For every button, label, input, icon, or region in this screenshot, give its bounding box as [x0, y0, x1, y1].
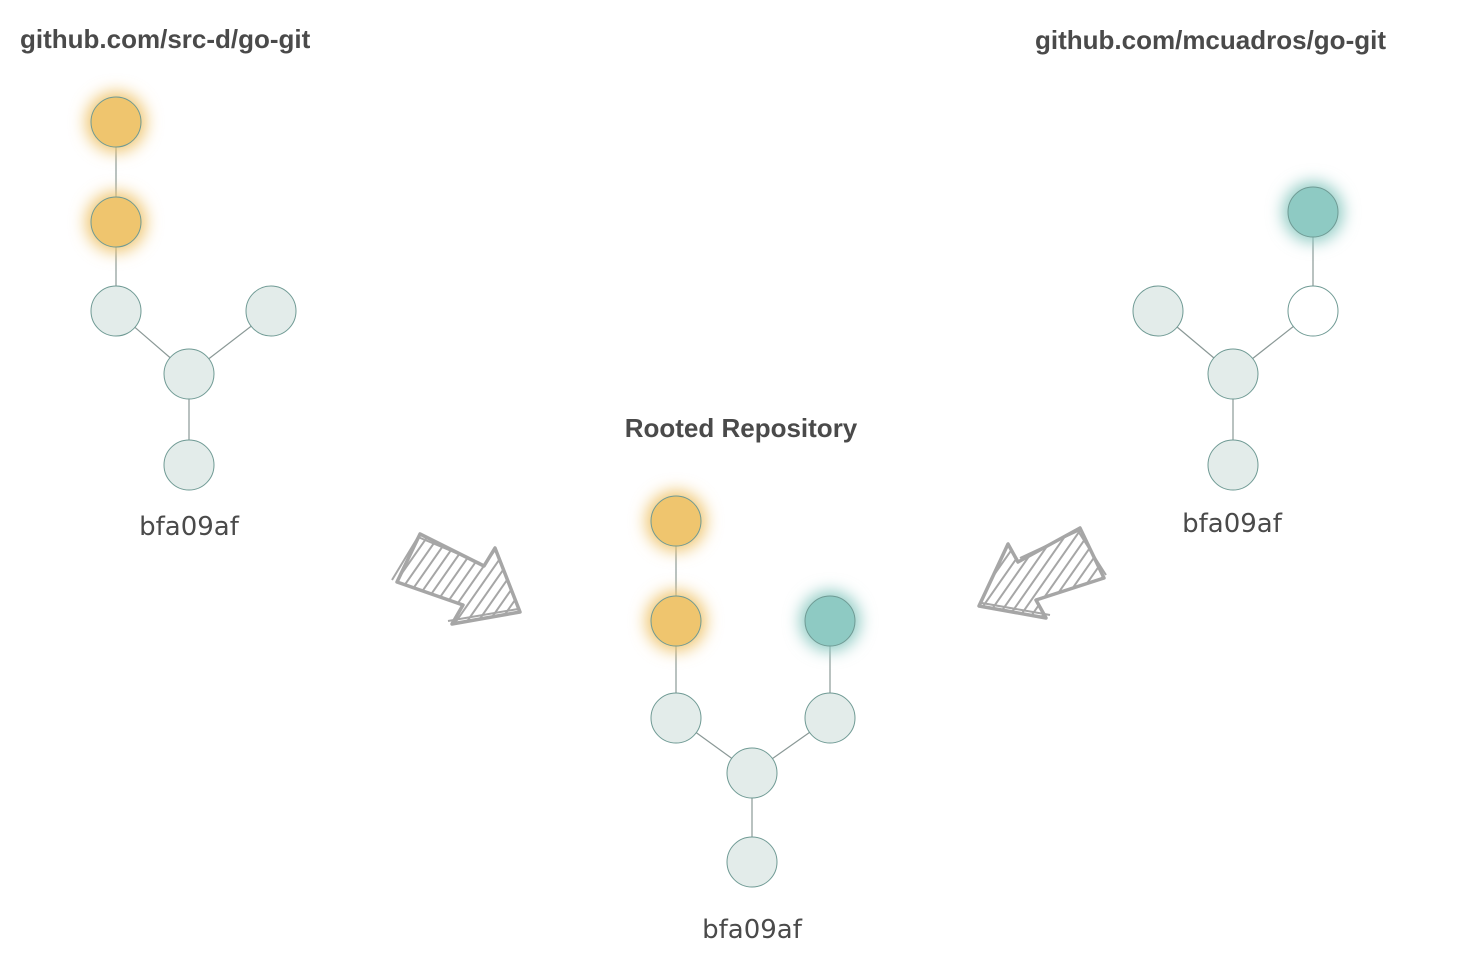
commit-node — [245, 285, 297, 337]
rooted-repository-root-hash: bfa09af — [702, 915, 803, 945]
commit-node — [1132, 285, 1184, 337]
commit-node-mcuadros-head — [800, 591, 860, 651]
commit-node-empty — [1287, 285, 1339, 337]
commit-node-root — [1207, 439, 1259, 491]
rooted-repository-title: Rooted Repository — [625, 413, 858, 443]
commit-node-src-d-head — [646, 491, 706, 551]
arrow-from-src-d-icon — [391, 532, 522, 626]
commit-node-merge — [163, 348, 215, 400]
commit-node — [90, 285, 142, 337]
repo-mcuadros-root-hash: bfa09af — [1182, 509, 1283, 539]
repo-mcuadros-title: github.com/mcuadros/go-git — [1035, 25, 1386, 55]
commit-node-src-d — [86, 192, 146, 252]
arrow-from-mcuadros-icon — [977, 526, 1107, 620]
commit-node-src-d — [646, 591, 706, 651]
repo-mcuadros: github.com/mcuadros/go-git bfa09af — [1035, 25, 1386, 539]
commit-node-mcuadros-head — [1283, 182, 1343, 242]
commit-node-merge — [726, 747, 778, 799]
repo-src-d-title: github.com/src-d/go-git — [20, 24, 311, 54]
commit-node-merge — [1207, 348, 1259, 400]
repo-src-d: github.com/src-d/go-git bfa09af — [20, 24, 311, 542]
commit-node — [650, 692, 702, 744]
repo-rooted: Rooted Repository bfa09af — [625, 413, 860, 945]
commit-node-src-d-head — [86, 92, 146, 152]
commit-node — [804, 692, 856, 744]
commit-node-root — [726, 836, 778, 888]
commit-node-root — [163, 439, 215, 491]
repo-src-d-root-hash: bfa09af — [139, 512, 240, 542]
